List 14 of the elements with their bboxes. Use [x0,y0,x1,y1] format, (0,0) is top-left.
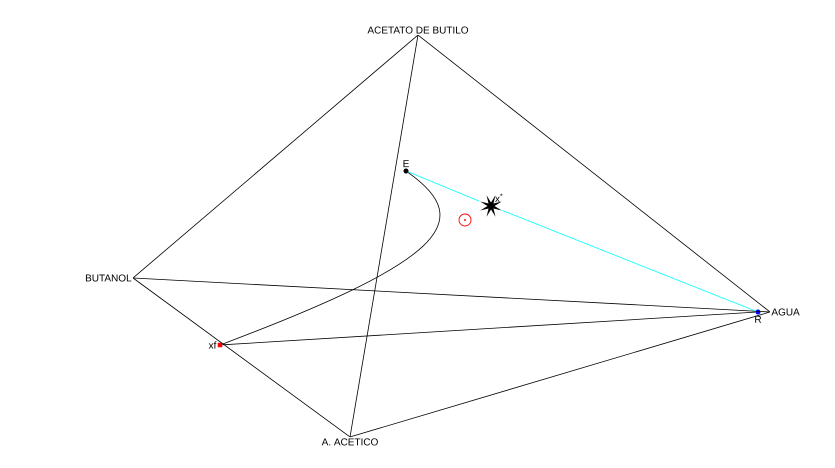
edge-line [222,312,756,346]
edge-line [350,312,770,438]
edge-line [132,34,418,278]
curve [222,172,440,344]
vertex-label: ACETATO DE BUTILO [367,26,468,34]
edge-line [502,210,756,312]
edge-line [418,34,770,312]
vertex-label: A. ACETICO [322,438,378,446]
vertex-label: BUTANOL [86,274,132,282]
edge-line [132,278,770,312]
edge-line [408,172,480,202]
edge-line [350,34,418,438]
edge-line [132,278,350,438]
vertex-label: AGUA [771,308,800,316]
